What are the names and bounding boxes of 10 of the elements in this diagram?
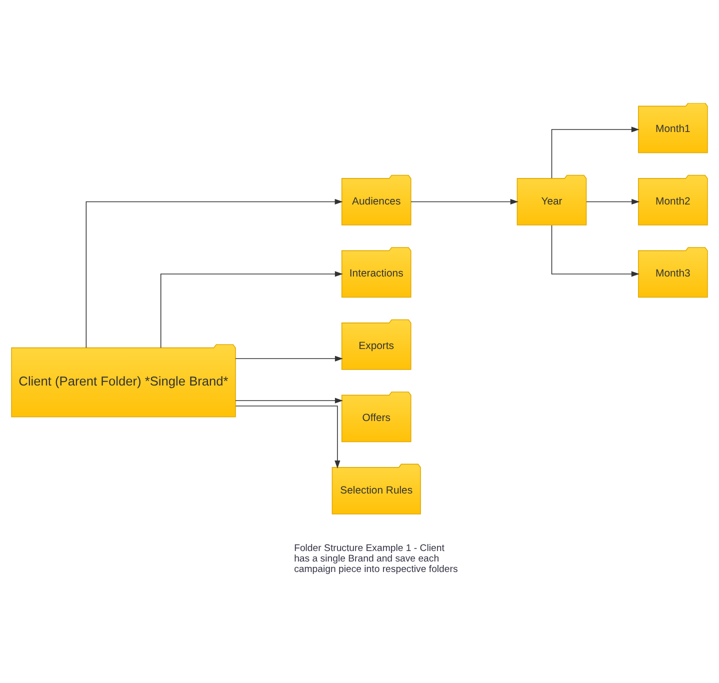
arrow [586,198,640,204]
arrow [551,126,640,178]
arrow [235,397,343,403]
arrow [551,224,640,276]
arrow [235,405,340,468]
arrow [160,270,343,348]
label: Folder Structure Example 1 - Client has a single Brand and save each campaign piece into respective folders [294,542,458,574]
arrow [86,198,343,348]
arrow [235,355,343,361]
arrow [410,198,518,204]
